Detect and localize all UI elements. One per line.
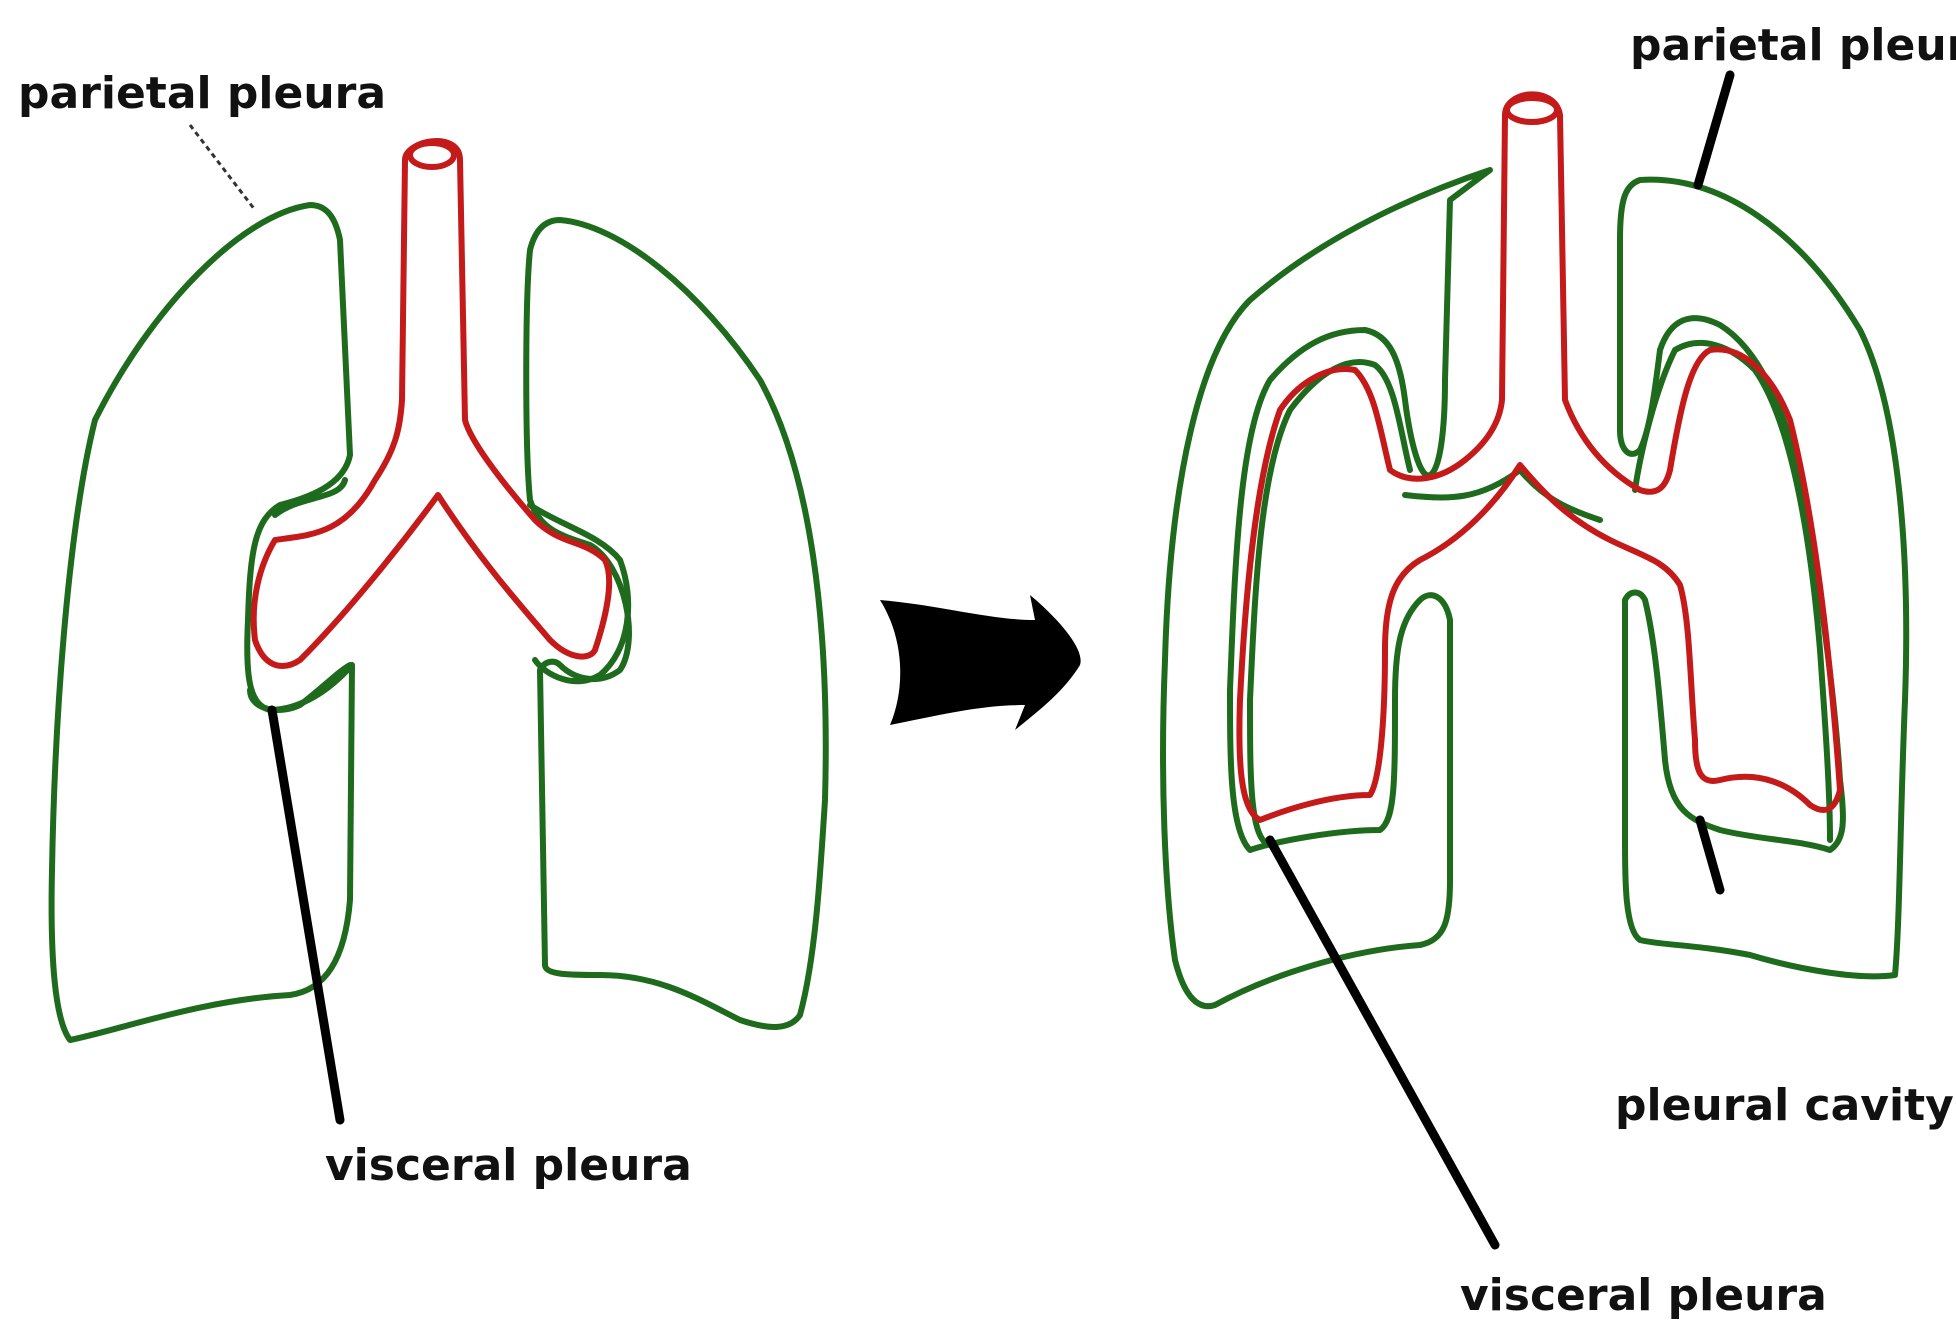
left-diagram-right-lung-outline xyxy=(526,220,825,1027)
right-arrow-icon xyxy=(880,595,1081,730)
right-diagram-outer-left xyxy=(1163,170,1490,1006)
left-lung-diagram: parietal pleura visceral pleura xyxy=(18,68,826,1191)
right-visceral-leader xyxy=(1270,840,1495,1245)
right-cavity-label: pleural cavity xyxy=(1615,1080,1954,1131)
right-diagram-trachea-ring xyxy=(1507,98,1557,122)
left-visceral-label: visceral pleura xyxy=(325,1140,692,1191)
right-visceral-label: visceral pleura xyxy=(1460,1270,1827,1321)
left-parietal-leader xyxy=(190,125,255,210)
right-lung-diagram: parietal pleura pleural cavity visceral … xyxy=(1163,20,1956,1321)
left-parietal-label: parietal pleura xyxy=(18,68,386,119)
right-diagram-outer-right xyxy=(1620,180,1906,977)
right-diagram-airway xyxy=(1239,94,1840,820)
right-parietal-leader xyxy=(1698,75,1730,185)
left-diagram-trachea-ring xyxy=(410,143,454,167)
right-parietal-label: parietal pleura xyxy=(1630,20,1956,71)
left-visceral-leader xyxy=(272,710,340,1120)
right-diagram-visceral-inner xyxy=(1250,343,1830,845)
